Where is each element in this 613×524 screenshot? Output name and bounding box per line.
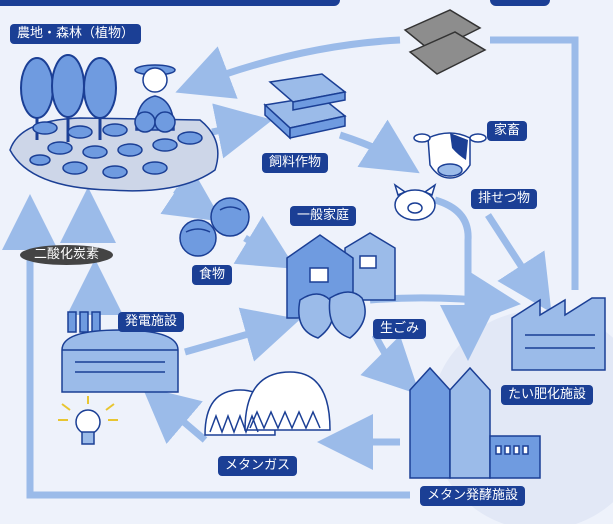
label-methane-fermentation-facility: メタン発酵施設	[420, 486, 526, 506]
farmland-illustration	[9, 54, 219, 192]
cow-icon	[413, 132, 487, 179]
fermentation-facility-icon	[409, 366, 541, 479]
label-composting-facility: たい肥化施設	[501, 385, 594, 405]
arrow-excreta-to-compost	[485, 213, 552, 313]
label-farmland-forest: 農地・森林（植物）	[10, 24, 142, 44]
arrow-feed-to-livestock	[338, 119, 420, 174]
arrow-waste-to-fermentation	[360, 333, 420, 395]
light-bulb-icon	[58, 396, 118, 445]
label-methane-gas: メタンガス	[218, 456, 298, 476]
label-food: 食物	[192, 265, 233, 285]
arrow-top-right-loop	[490, 36, 579, 290]
top-banner-edge	[0, 0, 340, 6]
label-power-plant: 発電施設	[118, 312, 185, 332]
arrow-food-to-house	[233, 215, 296, 269]
food-waste-icon	[298, 291, 366, 339]
methane-gas-tanks-icon	[204, 371, 331, 436]
label-food-waste: 生ごみ	[373, 319, 427, 339]
label-excreta: 排せつ物	[471, 189, 538, 209]
arrow-gas-to-power	[142, 386, 208, 445]
arrow-power-to-house	[184, 307, 301, 362]
arrow-livestock-down	[433, 196, 496, 361]
label-livestock: 家畜	[487, 121, 528, 141]
feed-crops-icon	[263, 73, 347, 140]
arrow-farm-to-feed	[211, 103, 273, 159]
top-bales-icon	[403, 9, 487, 75]
food-icon	[179, 197, 250, 257]
arrow-farm-to-food	[160, 167, 223, 222]
power-plant-icon	[61, 311, 179, 393]
top-banner-edge-right	[490, 0, 550, 6]
label-feed-crops: 飼料作物	[262, 153, 329, 173]
pig-icon	[393, 183, 437, 221]
label-co2: 二酸化炭素	[20, 245, 114, 265]
arrow-to-farmland	[175, 36, 401, 99]
composting-facility-icon	[511, 297, 606, 371]
arrow-bottom-loop	[1, 194, 410, 499]
label-general-household: 一般家庭	[290, 206, 357, 226]
